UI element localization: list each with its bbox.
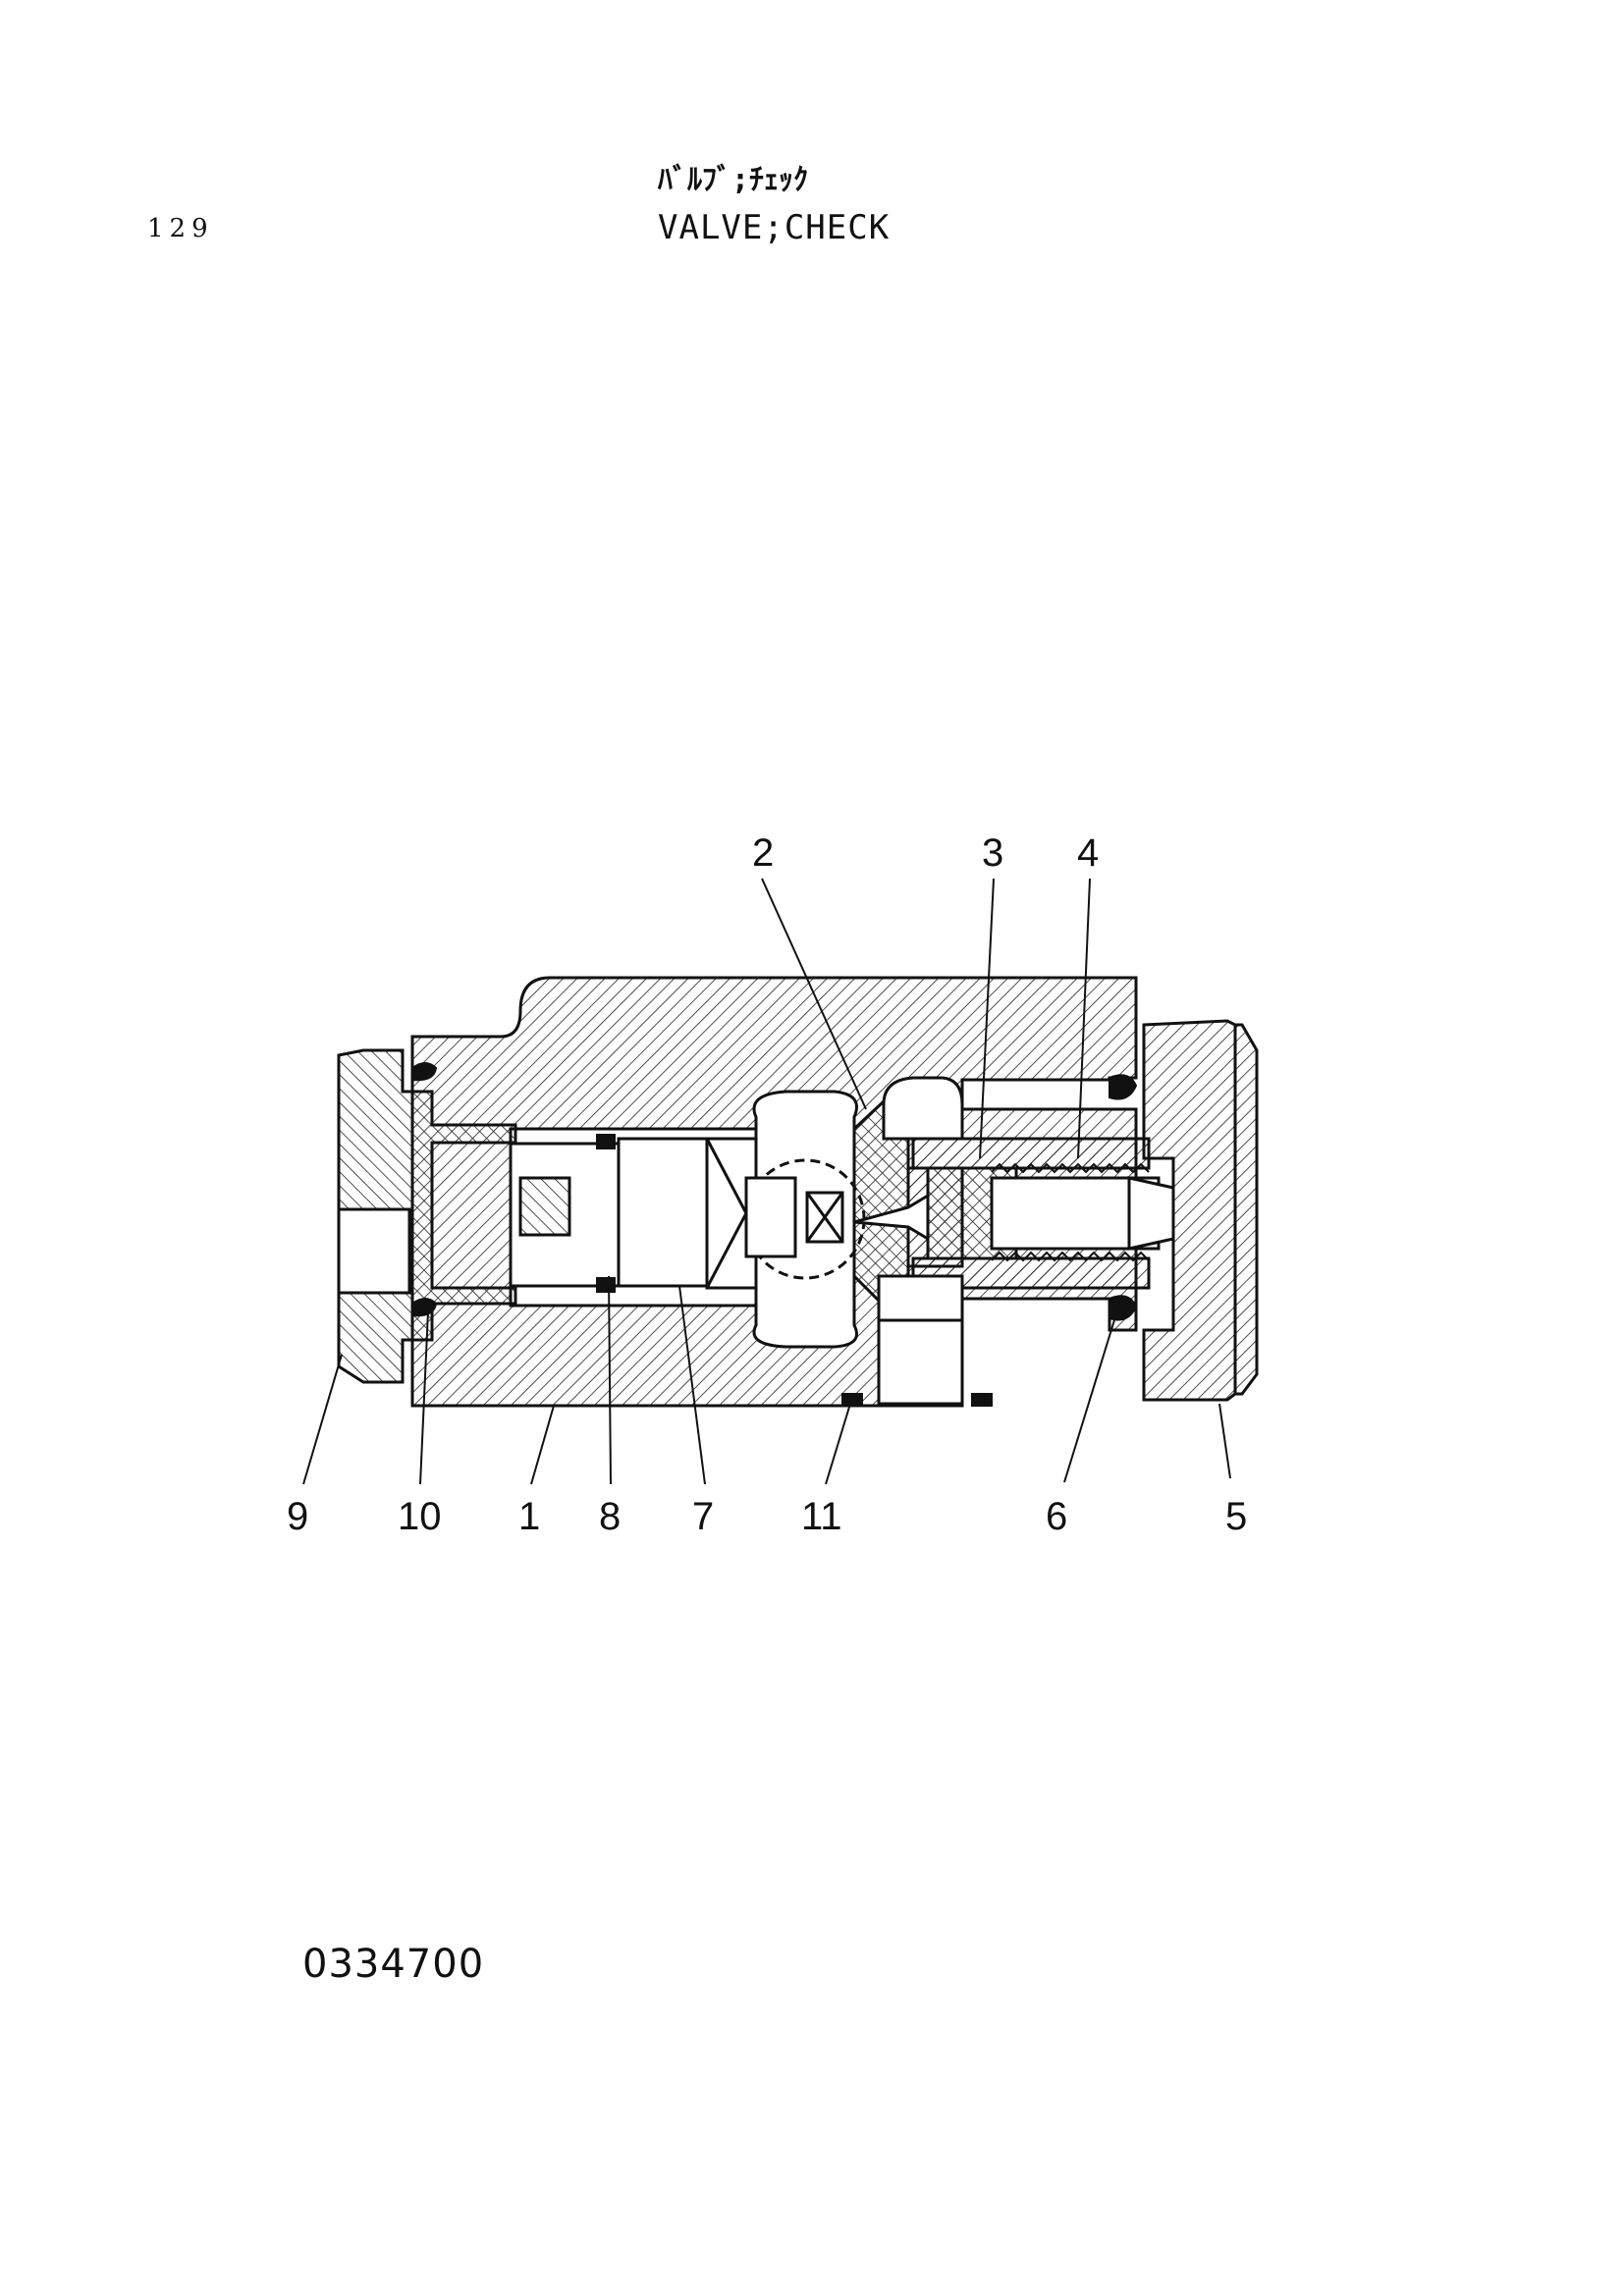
drawing-number: 0334700 (302, 1942, 485, 1987)
spool (509, 1137, 778, 1290)
callout-8: 8 (599, 1495, 621, 1538)
callout-4: 4 (1077, 831, 1099, 875)
leader-lines (302, 878, 1231, 1485)
spring (991, 1162, 1150, 1262)
callout-5: 5 (1225, 1495, 1247, 1538)
title-japanese: ﾊﾞﾙﾌﾞ;ﾁｪｯｸ (658, 163, 809, 197)
title-english: VALVE;CHECK (658, 208, 891, 247)
callout-2: 2 (752, 831, 774, 875)
callout-7: 7 (692, 1495, 714, 1538)
right-end-cap (1142, 1019, 1259, 1402)
side-ports (877, 1076, 964, 1406)
left-plug (337, 1048, 517, 1384)
spring-housing (911, 1137, 1175, 1290)
check-chamber (744, 1090, 866, 1349)
callout-9: 9 (287, 1495, 308, 1538)
callout-10: 10 (398, 1495, 442, 1538)
page-number: 129 (147, 214, 214, 243)
callout-6: 6 (1046, 1495, 1067, 1538)
callout-11: 11 (801, 1495, 842, 1538)
callout-3: 3 (982, 831, 1003, 875)
callout-1: 1 (518, 1495, 540, 1538)
